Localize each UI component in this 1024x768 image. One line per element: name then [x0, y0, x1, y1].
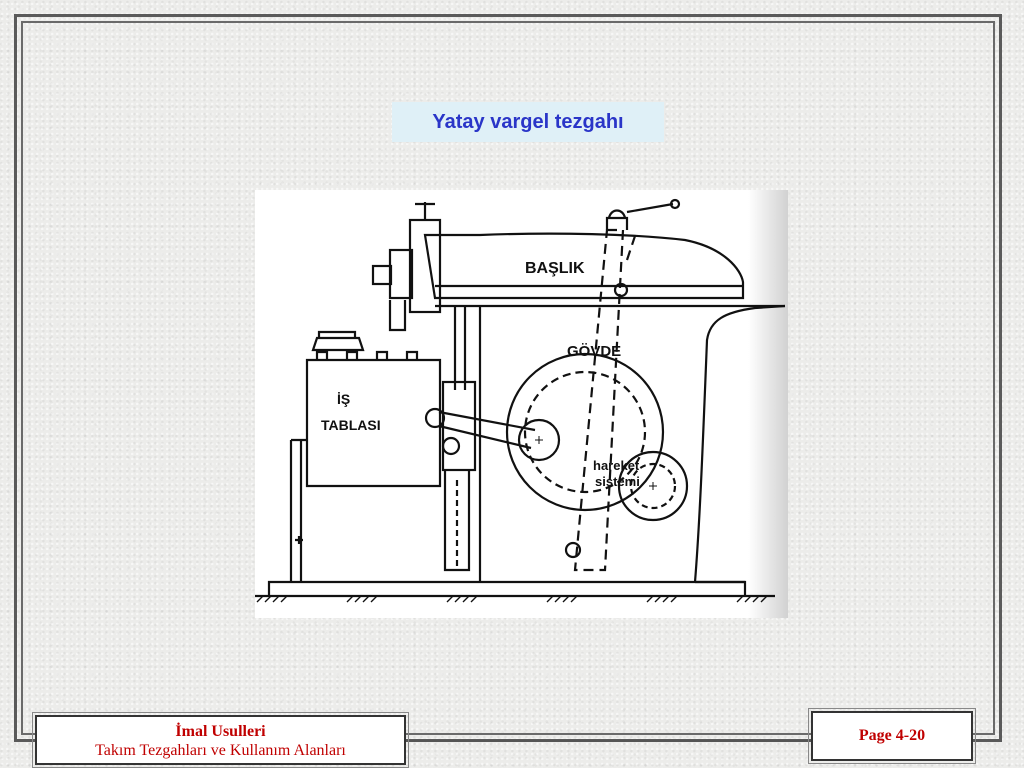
page-number: Page 4-20 [858, 727, 926, 744]
footer-course-box: İmal Usulleri Takım Tezgahları ve Kullan… [32, 712, 409, 768]
label-tablasi: TABLASI [321, 417, 381, 433]
shaper-machine-drawing: BAŞLIK GÖVDE İŞ TABLASI hareket sistemi [255, 190, 788, 618]
label-sistemi: sistemi [595, 474, 640, 489]
footer-page-box: Page 4-20 [808, 708, 976, 764]
shaper-drawing-svg: BAŞLIK GÖVDE İŞ TABLASI hareket sistemi [255, 198, 786, 603]
label-govde: GÖVDE [567, 343, 621, 360]
label-hareket: hareket [593, 458, 640, 473]
slide-title-text: Yatay vargel tezgahı [432, 110, 624, 133]
slide-title: Yatay vargel tezgahı [392, 102, 664, 142]
drawing-shadow-edge [748, 190, 788, 618]
footer-course-subtitle: Takım Tezgahları ve Kullanım Alanları [95, 742, 346, 759]
label-is: İŞ [337, 391, 350, 407]
footer-course-title: İmal Usulleri [175, 723, 266, 740]
label-baslik: BAŞLIK [525, 260, 585, 277]
slide-inner-frame [21, 21, 995, 735]
footer-divider [406, 740, 811, 742]
